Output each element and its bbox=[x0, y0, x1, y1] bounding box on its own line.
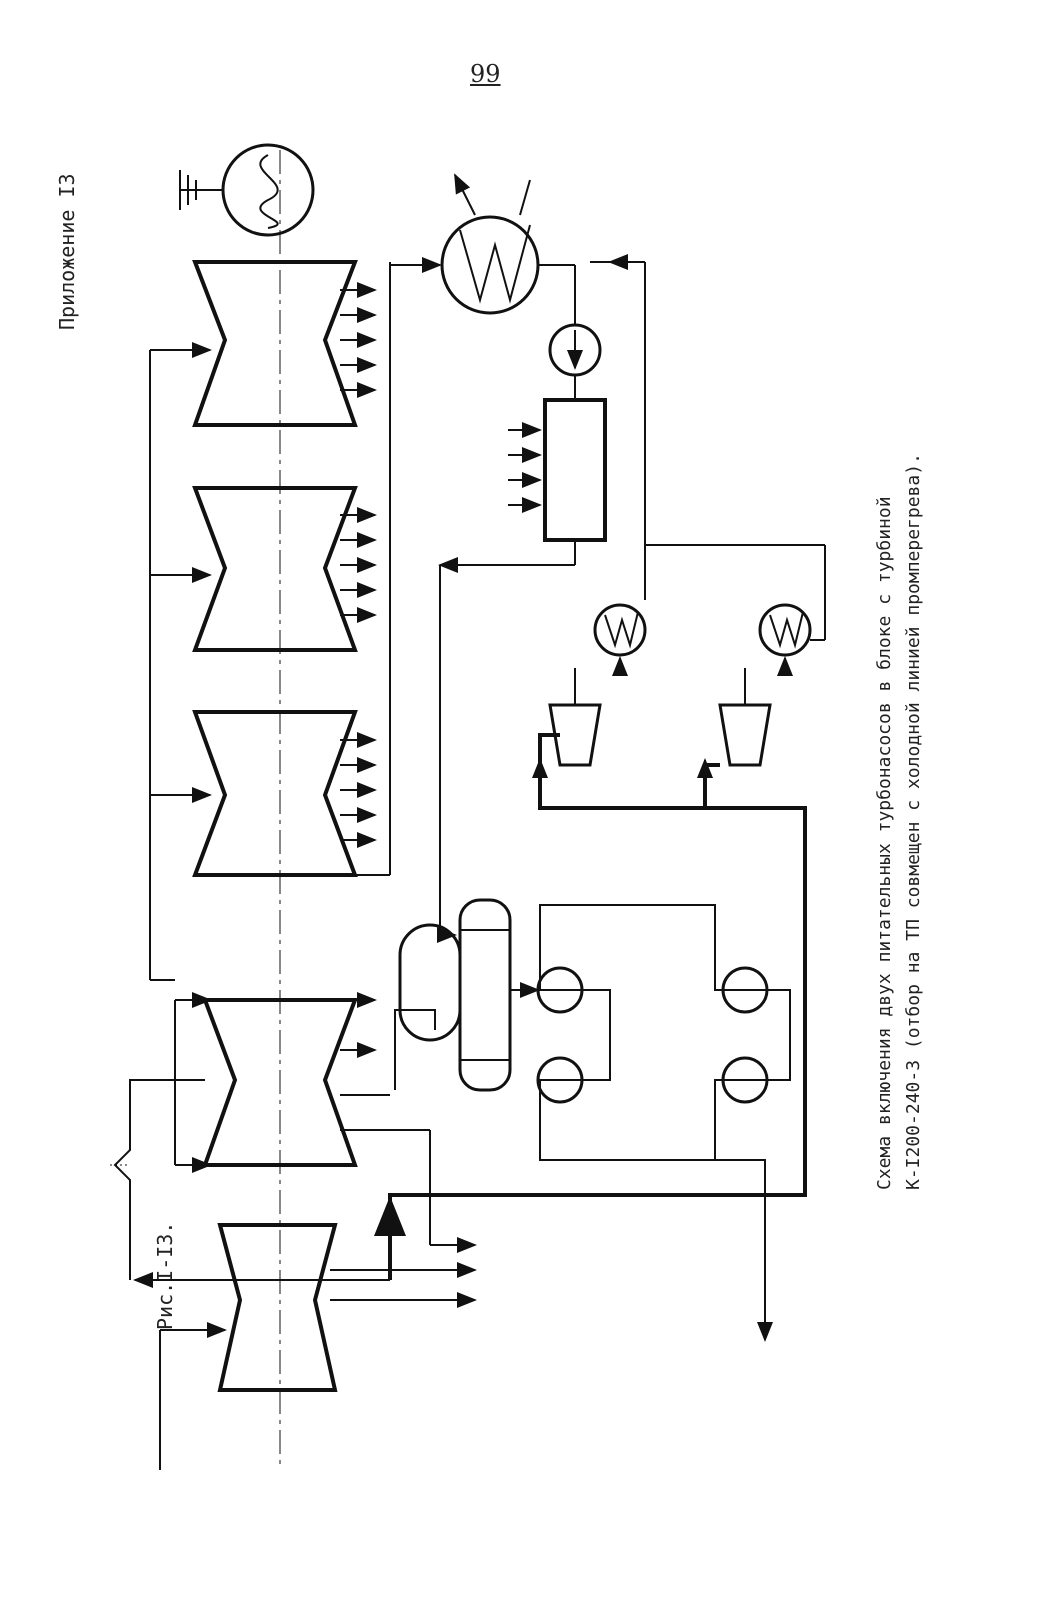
feed-pump-1-icon bbox=[536, 1056, 584, 1104]
steam-supply-line bbox=[388, 733, 807, 1220]
drive-condenser-2-icon bbox=[758, 603, 812, 657]
drive-condenser-1-icon bbox=[593, 603, 647, 657]
lp-cylinder-1 bbox=[192, 260, 358, 427]
deaerator-icon bbox=[398, 898, 512, 1092]
feed-pump-2-icon bbox=[721, 1056, 769, 1104]
booster-pump-2-icon bbox=[721, 966, 769, 1014]
lp-cylinder-2 bbox=[192, 486, 358, 652]
drive-turbine-2 bbox=[718, 703, 772, 767]
condenser-icon bbox=[440, 173, 540, 315]
page-number: 99 bbox=[470, 60, 501, 88]
lp-heater-block bbox=[543, 398, 607, 542]
booster-pump-1-icon bbox=[536, 966, 584, 1014]
condensate-pump-icon bbox=[548, 323, 602, 377]
drive-turbine-1 bbox=[548, 703, 602, 767]
lp-extraction-arrows bbox=[340, 282, 377, 848]
lp-cylinder-3 bbox=[192, 710, 358, 877]
generator-icon bbox=[179, 143, 315, 237]
hp-cylinder bbox=[217, 1223, 338, 1392]
